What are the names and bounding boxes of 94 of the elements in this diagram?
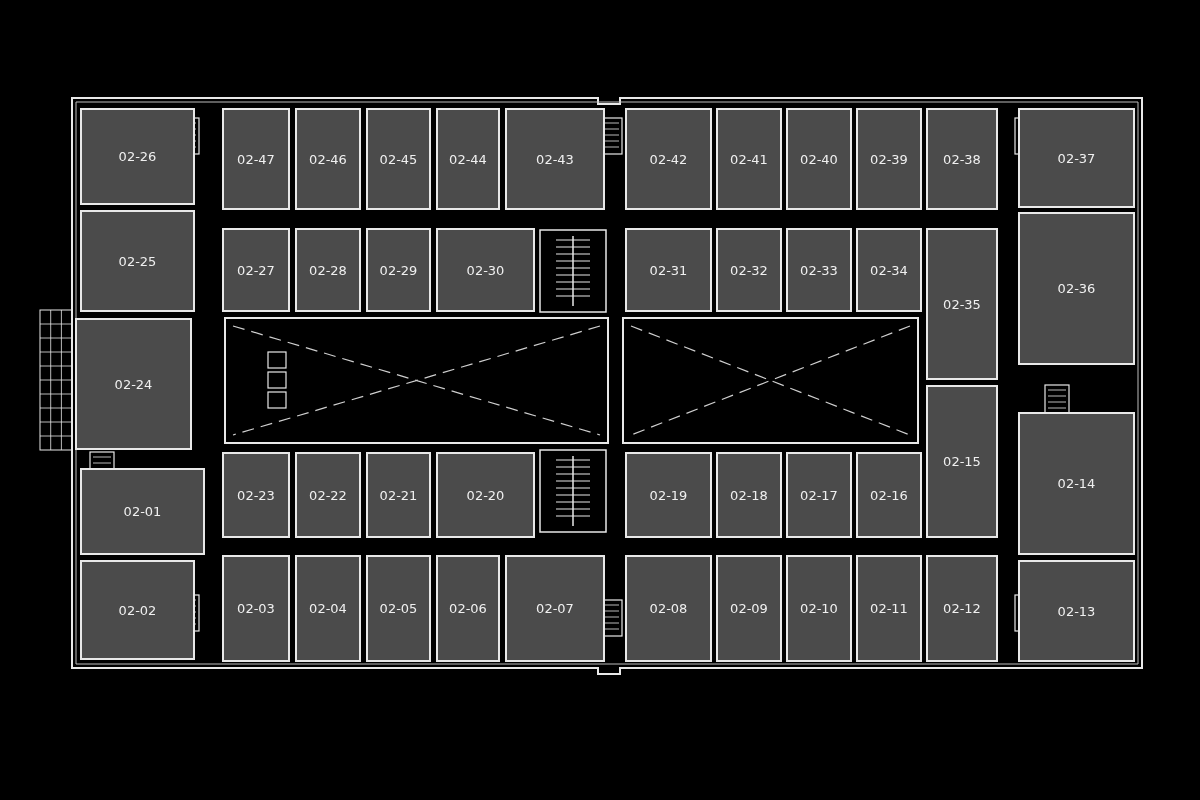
room — [716, 555, 782, 662]
room-number: 02-39 — [870, 151, 908, 167]
room — [926, 555, 998, 662]
room-number: 02-37 — [1057, 150, 1096, 166]
room-number: 02-08 — [649, 601, 688, 616]
room-number: 02-40 — [800, 151, 838, 167]
room — [366, 555, 431, 662]
room-number: 02-47 — [237, 151, 275, 167]
room-number: 02-06 — [449, 601, 487, 616]
room — [1018, 212, 1135, 365]
room-number: 02-12 — [943, 601, 981, 616]
room — [222, 108, 290, 210]
room-number: 02-42 — [649, 151, 688, 167]
room — [625, 555, 712, 662]
room — [1018, 108, 1135, 208]
room-number: 02-33 — [800, 262, 838, 278]
room — [625, 108, 712, 210]
room — [786, 228, 852, 312]
room — [505, 108, 605, 210]
room — [222, 452, 290, 538]
room-number: 02-10 — [800, 601, 838, 616]
room-number: 02-25 — [118, 253, 157, 269]
room-number: 02-23 — [237, 487, 275, 503]
room — [222, 228, 290, 312]
room — [786, 108, 852, 210]
room — [436, 108, 500, 210]
room — [926, 228, 998, 380]
room-number: 02-16 — [870, 487, 908, 503]
room-number: 02-30 — [466, 262, 505, 278]
room — [295, 108, 361, 210]
room-number: 02-21 — [379, 487, 418, 503]
room — [80, 108, 195, 205]
room-number: 02-11 — [870, 601, 908, 616]
room — [295, 555, 361, 662]
room — [926, 108, 998, 210]
room — [856, 555, 922, 662]
room-number: 02-24 — [114, 376, 153, 392]
room-number: 02-15 — [943, 454, 981, 469]
room-number: 02-29 — [379, 262, 418, 278]
room-number: 02-31 — [649, 262, 688, 278]
room — [1018, 412, 1135, 555]
room — [625, 228, 712, 312]
room — [1018, 560, 1135, 662]
room-number: 02-05 — [379, 601, 418, 616]
room-number: 02-43 — [536, 151, 574, 167]
room — [436, 452, 535, 538]
room-number: 02-27 — [237, 262, 275, 278]
room-number: 02-41 — [730, 151, 768, 167]
room-number: 02-04 — [309, 601, 347, 616]
room — [786, 452, 852, 538]
room-number: 02-14 — [1057, 476, 1096, 491]
room — [75, 318, 192, 450]
room — [436, 555, 500, 662]
room-number: 02-46 — [309, 151, 347, 167]
room-number: 02-35 — [943, 296, 981, 312]
room-number: 02-17 — [800, 487, 838, 503]
room — [366, 108, 431, 210]
room-number: 02-22 — [309, 487, 347, 503]
room-number: 02-34 — [870, 262, 908, 278]
room — [80, 560, 195, 660]
room-number: 02-45 — [379, 151, 418, 167]
room — [926, 385, 998, 538]
room — [716, 228, 782, 312]
room — [222, 555, 290, 662]
room — [856, 228, 922, 312]
room-number: 02-28 — [309, 262, 347, 278]
room-number: 02-36 — [1057, 281, 1096, 296]
room-number: 02-26 — [118, 149, 157, 164]
room — [366, 452, 431, 538]
room-number: 02-02 — [118, 602, 157, 618]
room-number: 02-19 — [649, 487, 688, 503]
room-number: 02-01 — [123, 504, 162, 519]
room — [80, 468, 205, 555]
room-number: 02-32 — [730, 262, 768, 278]
room — [366, 228, 431, 312]
room — [295, 452, 361, 538]
room — [716, 452, 782, 538]
room-number: 02-20 — [466, 487, 505, 503]
room-number: 02-13 — [1057, 603, 1096, 619]
room — [786, 555, 852, 662]
room — [436, 228, 535, 312]
room-number: 02-18 — [730, 487, 768, 503]
room-number: 02-38 — [943, 151, 981, 167]
room — [716, 108, 782, 210]
room-number: 02-09 — [730, 601, 768, 616]
room — [505, 555, 605, 662]
room — [856, 452, 922, 538]
room — [295, 228, 361, 312]
room — [856, 108, 922, 210]
room-number: 02-07 — [536, 601, 574, 616]
room-number: 02-44 — [449, 151, 487, 167]
room-number: 02-03 — [237, 601, 275, 616]
room — [80, 210, 195, 312]
room — [625, 452, 712, 538]
